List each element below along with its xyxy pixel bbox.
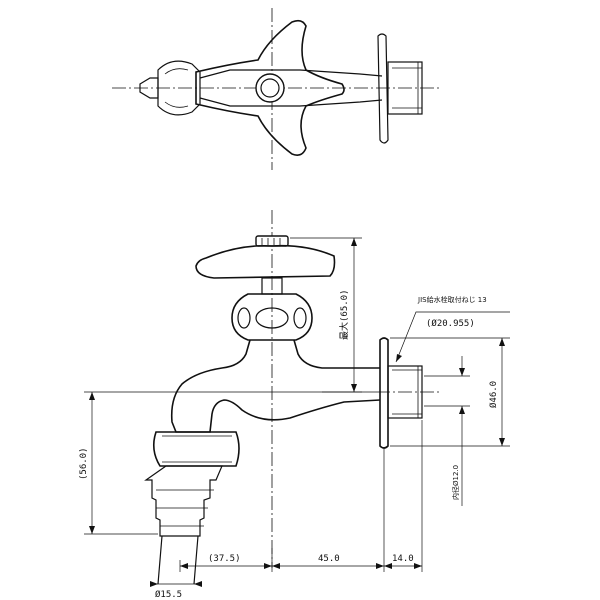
label-hose-dia: Ø15.5 <box>155 589 182 600</box>
top-handle-hub-inner <box>260 78 280 98</box>
top-thread <box>387 61 423 115</box>
top-handle <box>195 19 345 156</box>
side-bonnet <box>231 293 313 341</box>
side-handle-wing <box>195 244 336 279</box>
dimension-labels: 最大(65.0) JIS給水栓取付ねじ 13 (Ø20.955) Ø46.0 内… <box>79 289 499 600</box>
side-hose-barb <box>144 465 223 537</box>
label-inner-dia: 内径Ø12.0 <box>451 465 460 500</box>
top-view <box>112 8 442 170</box>
top-handle-hub-outer <box>255 73 285 103</box>
top-body <box>199 69 383 107</box>
dimension-lines <box>84 237 510 587</box>
side-coupling-nut <box>152 431 240 467</box>
label-width-mid: 45.0 <box>318 554 340 564</box>
side-handle-knob <box>255 235 289 247</box>
label-thread-spec: JIS給水栓取付ねじ 13 <box>417 295 487 304</box>
top-coupling-inner <box>164 68 189 108</box>
label-width-right: 14.0 <box>392 554 414 564</box>
label-flange-dia: Ø46.0 <box>488 381 499 408</box>
top-flange <box>377 33 389 144</box>
label-width-left: (37.5) <box>208 554 241 564</box>
label-max-height: 最大(65.0) <box>338 289 350 340</box>
top-coupling <box>157 60 201 116</box>
side-body-top <box>293 339 380 369</box>
label-thread-dia: (Ø20.955) <box>426 318 475 329</box>
label-spout-height: (56.0) <box>79 447 89 480</box>
side-thread <box>387 365 423 419</box>
side-hose-tube <box>157 535 199 585</box>
side-flange <box>379 337 389 449</box>
thread-leader <box>395 311 510 363</box>
side-view <box>144 210 440 585</box>
side-spout-body <box>170 339 381 433</box>
